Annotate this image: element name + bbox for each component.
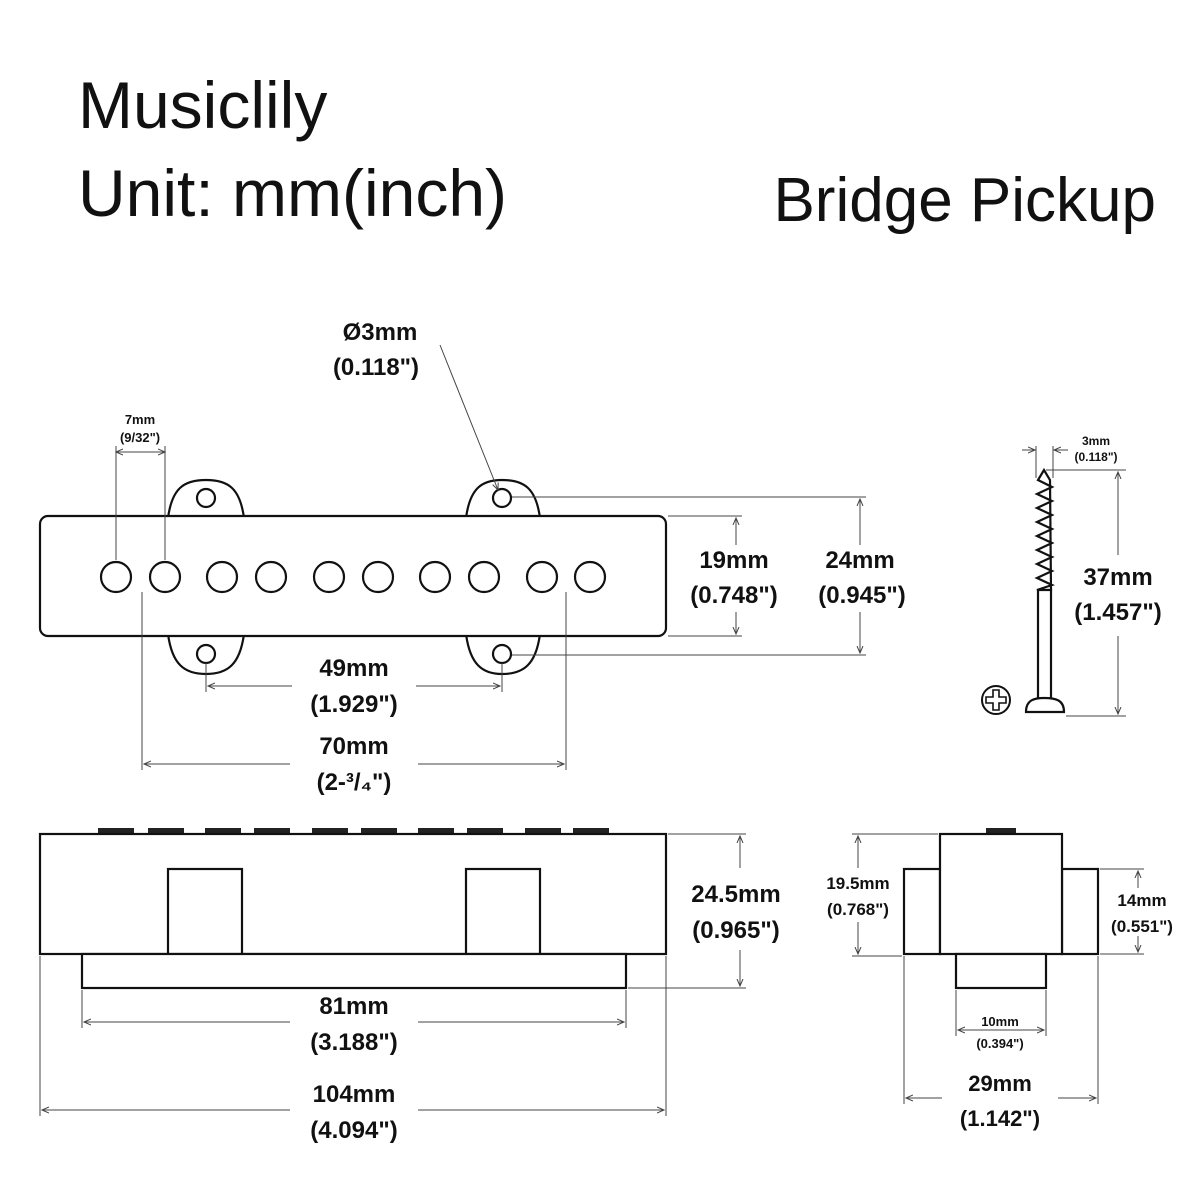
side-ear-right [1060,867,1100,956]
total-length-inch: (4.094") [310,1117,397,1144]
mounting-hole [195,643,217,665]
ear-span-mm: 24mm [825,547,894,574]
screw-length-inch: (1.457") [1074,599,1161,626]
pole-piece [148,560,182,594]
pickup-body-front [38,832,668,956]
mount-hole-spacing-mm: 49mm [319,655,388,682]
pole-top [467,828,503,834]
pole-piece [525,560,559,594]
mounting-hole [195,487,217,509]
pole-top [525,828,561,834]
body-width-inch: (0.748") [690,582,777,609]
mounting-leg [464,867,542,956]
pole-spacing-inch: (9/32") [120,430,160,445]
screw-thread [1034,467,1055,592]
pole-spacing-mm: 7mm [125,412,155,427]
unit-label: Unit: mm(inch) [78,156,508,230]
mounting-leg [166,867,244,956]
screw-head [1024,696,1066,714]
body-width-mm: 19mm [699,547,768,574]
pickup-body-side [938,832,1064,956]
ear-height-mm: 14mm [1117,891,1166,910]
side-height-mm: 19.5mm [826,874,889,893]
pole-piece [573,560,607,594]
ear-height-inch: (0.551") [1111,917,1173,936]
side-width-inch: (1.142") [960,1106,1040,1131]
front-view: 24.5mm (0.965") 81mm (3.188") 104mm (4.0… [38,828,781,1144]
mounting-hole [491,487,513,509]
ear-span-inch: (0.945") [818,582,905,609]
pole-top [98,828,134,834]
mounting-hole [491,643,513,665]
pole-top [986,828,1016,834]
pole-piece [99,560,133,594]
screw-diameter-inch: (0.118") [1074,450,1117,464]
base-length-inch: (3.188") [310,1029,397,1056]
top-view: 7mm (9/32") Ø3mm (0.118") 19mm (0.748") … [38,319,906,796]
pole-span-mm: 70mm [319,733,388,760]
side-height-inch: (0.768") [827,900,889,919]
side-ear-left [902,867,942,956]
base-width-inch: (0.394") [976,1036,1023,1051]
pickup-body-top [38,514,668,638]
pole-pieces [99,560,607,594]
pickup-type-label: Bridge Pickup [773,166,1156,235]
pole-top [148,828,184,834]
pole-diameter-inch: (0.118") [333,354,419,381]
pole-top [254,828,290,834]
pole-tops [98,828,609,834]
pole-span-inch: (2-³/₄") [317,769,392,796]
screw-shank [1036,588,1053,704]
pole-piece [418,560,452,594]
pole-piece [361,560,395,594]
pole-piece [312,560,346,594]
brand-title: Musiclily [78,68,328,142]
pole-piece [467,560,501,594]
pole-piece [254,560,288,594]
mount-hole-spacing-inch: (1.929") [310,691,397,718]
pole-piece [205,560,239,594]
pole-top [205,828,241,834]
pole-top [573,828,609,834]
side-width-mm: 29mm [968,1071,1032,1096]
pole-top [418,828,454,834]
base-width-mm: 10mm [981,1014,1019,1029]
pole-top [361,828,397,834]
total-height-inch: (0.965") [692,917,779,944]
screw-diameter-mm: 3mm [1082,434,1110,448]
pole-diameter-mm: Ø3mm [343,319,418,346]
side-view: 19.5mm (0.768") 14mm (0.551") 10mm (0.39… [826,828,1173,1131]
total-height-mm: 24.5mm [691,881,780,908]
base-length-mm: 81mm [319,993,388,1020]
mounting-screw: 3mm (0.118") 37mm (1.457") [981,434,1162,717]
pole-top [312,828,348,834]
side-base [954,952,1048,990]
screw-length-mm: 37mm [1083,564,1152,591]
phillips-screw-head-icon [981,685,1011,715]
pickup-base [80,952,628,990]
total-length-mm: 104mm [313,1081,396,1108]
